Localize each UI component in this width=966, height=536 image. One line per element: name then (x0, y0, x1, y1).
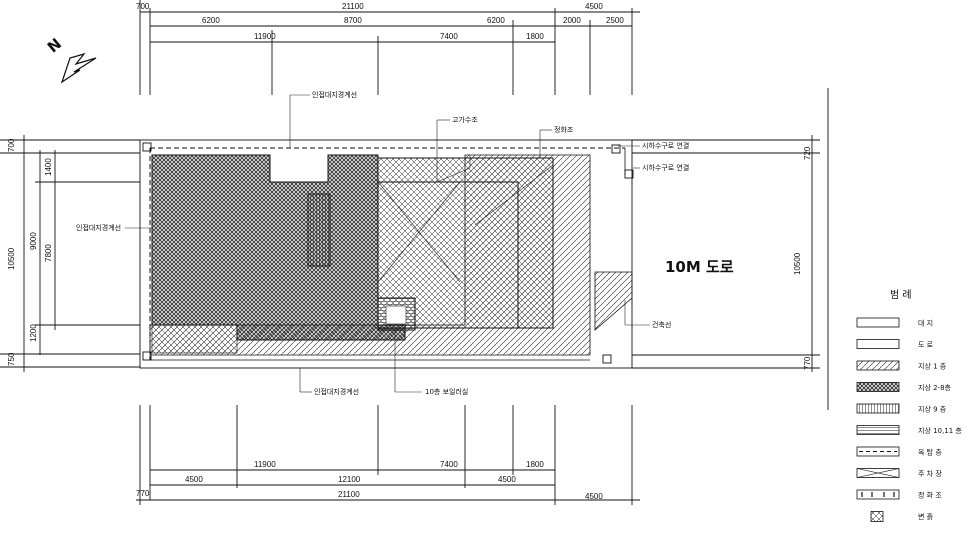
label-septic: 정화조 (554, 125, 574, 134)
legend-label: 지상 10,11 층 (918, 426, 962, 435)
legend-swatch (870, 511, 884, 522)
legend-swatch (856, 446, 900, 457)
legend-swatch (856, 468, 900, 478)
legend-swatch (856, 317, 900, 328)
north-label: N (44, 35, 65, 57)
north-arrow: N (44, 35, 97, 84)
dim-top-seg4: 2000 (563, 16, 581, 25)
legend-label: 대 지 (918, 319, 933, 328)
legend-swatch (856, 489, 900, 500)
dim-bottom-b2: 7400 (440, 460, 458, 469)
dim-bottom-road: 4500 (585, 492, 603, 501)
legend-label: 도 로 (918, 341, 934, 349)
legend-swatch (856, 425, 900, 435)
top-dimensions: 700 21100 4500 6200 8700 6200 2000 2500 … (136, 0, 640, 95)
legend-swatch (856, 339, 900, 349)
corner-mark-bl (142, 351, 152, 361)
legend-swatch-mark (856, 468, 900, 478)
dim-left-top: 700 (7, 138, 16, 152)
label-water-tank: 고가수조 (452, 115, 478, 124)
dim-top-left: 700 (136, 2, 150, 11)
dim-top-b3: 1800 (526, 32, 544, 41)
dim-bottom-seg2: 12100 (338, 475, 361, 484)
dim-top-road: 4500 (585, 2, 603, 11)
dim-right-total: 10500 (793, 252, 802, 275)
dim-top-b1: 11900 (254, 32, 276, 41)
legend-title: 범 례 (890, 289, 912, 301)
dim-bottom-left: 770 (136, 489, 150, 498)
legend-swatch (856, 382, 900, 392)
bottom-dimensions: 11900 7400 1800 4500 12100 4500 770 2110… (136, 405, 640, 505)
dim-bottom-b3: 1800 (526, 460, 544, 469)
dim-left-mid1: 9000 (29, 232, 38, 250)
dim-left-in1: 1400 (44, 158, 53, 176)
legend-label: 지상 1 층 (918, 362, 947, 371)
dim-bottom-total: 21100 (338, 490, 360, 499)
dim-bottom-seg3: 4500 (498, 475, 516, 484)
label-building-line: 건축선 (652, 320, 671, 329)
label-left-boundary: 인접대지경계선 (76, 223, 121, 232)
legend-label: 주 차 장 (918, 469, 942, 478)
dim-left-bottom: 750 (7, 352, 16, 366)
legend-label: 지상 2-8층 (918, 383, 952, 392)
label-sewer-2: 시하수구로 연결 (642, 163, 689, 172)
legend-swatch (856, 360, 900, 371)
dim-bottom-b1: 11900 (254, 460, 276, 469)
area-floor9 (307, 193, 331, 267)
dim-bottom-seg1: 4500 (185, 475, 203, 484)
area-rooftop (377, 181, 519, 329)
legend-label: 옥 탑 층 (918, 448, 942, 457)
legend-label: 지상 9 층 (918, 405, 947, 414)
label-bottom-boundary: 인접대지경계선 (314, 387, 359, 396)
label-room10: 10층 보일러실 (425, 387, 468, 396)
dim-left-total: 10500 (7, 247, 16, 270)
corner-mark-r (624, 169, 634, 179)
corner-mark-tl (142, 142, 152, 152)
label-top-boundary: 인접대지경계선 (312, 90, 357, 99)
area-setback (594, 271, 633, 331)
right-dimensions: 720 10500 770 (632, 88, 829, 410)
dim-right-top: 720 (803, 146, 812, 160)
area-floors2-8 (151, 154, 406, 341)
dim-left-mid2: 1200 (29, 324, 38, 342)
annotations: 인접대지경계선 고가수조 정화조 시하수구로 연결 시하수구로 연결 인접대지경… (76, 90, 689, 396)
left-dimensions: 700 10500 750 9000 1200 1400 7800 (0, 135, 140, 372)
legend-label: 변 흙 (918, 512, 934, 521)
label-sewer-1: 시하수구로 연결 (642, 141, 689, 150)
legend-label: 정 화 조 (918, 491, 942, 500)
dim-top-total: 21100 (342, 2, 364, 11)
dim-top-seg2: 8700 (344, 16, 362, 25)
dim-right-bottom: 770 (803, 356, 812, 370)
legend-swatch (856, 403, 900, 414)
site-boundary (139, 139, 634, 369)
dim-top-b2: 7400 (440, 32, 458, 41)
corner-mark-tr (611, 144, 621, 154)
corner-mark-br (602, 354, 612, 364)
label-road: 10M 도로 (665, 258, 734, 276)
dim-top-seg1: 6200 (202, 16, 220, 25)
dim-top-seg3: 6200 (487, 16, 505, 25)
dim-top-seg5: 2500 (606, 16, 624, 25)
building-footprint (149, 154, 633, 356)
legend-swatch-mark (861, 492, 895, 497)
dim-left-in2: 7800 (44, 244, 53, 262)
